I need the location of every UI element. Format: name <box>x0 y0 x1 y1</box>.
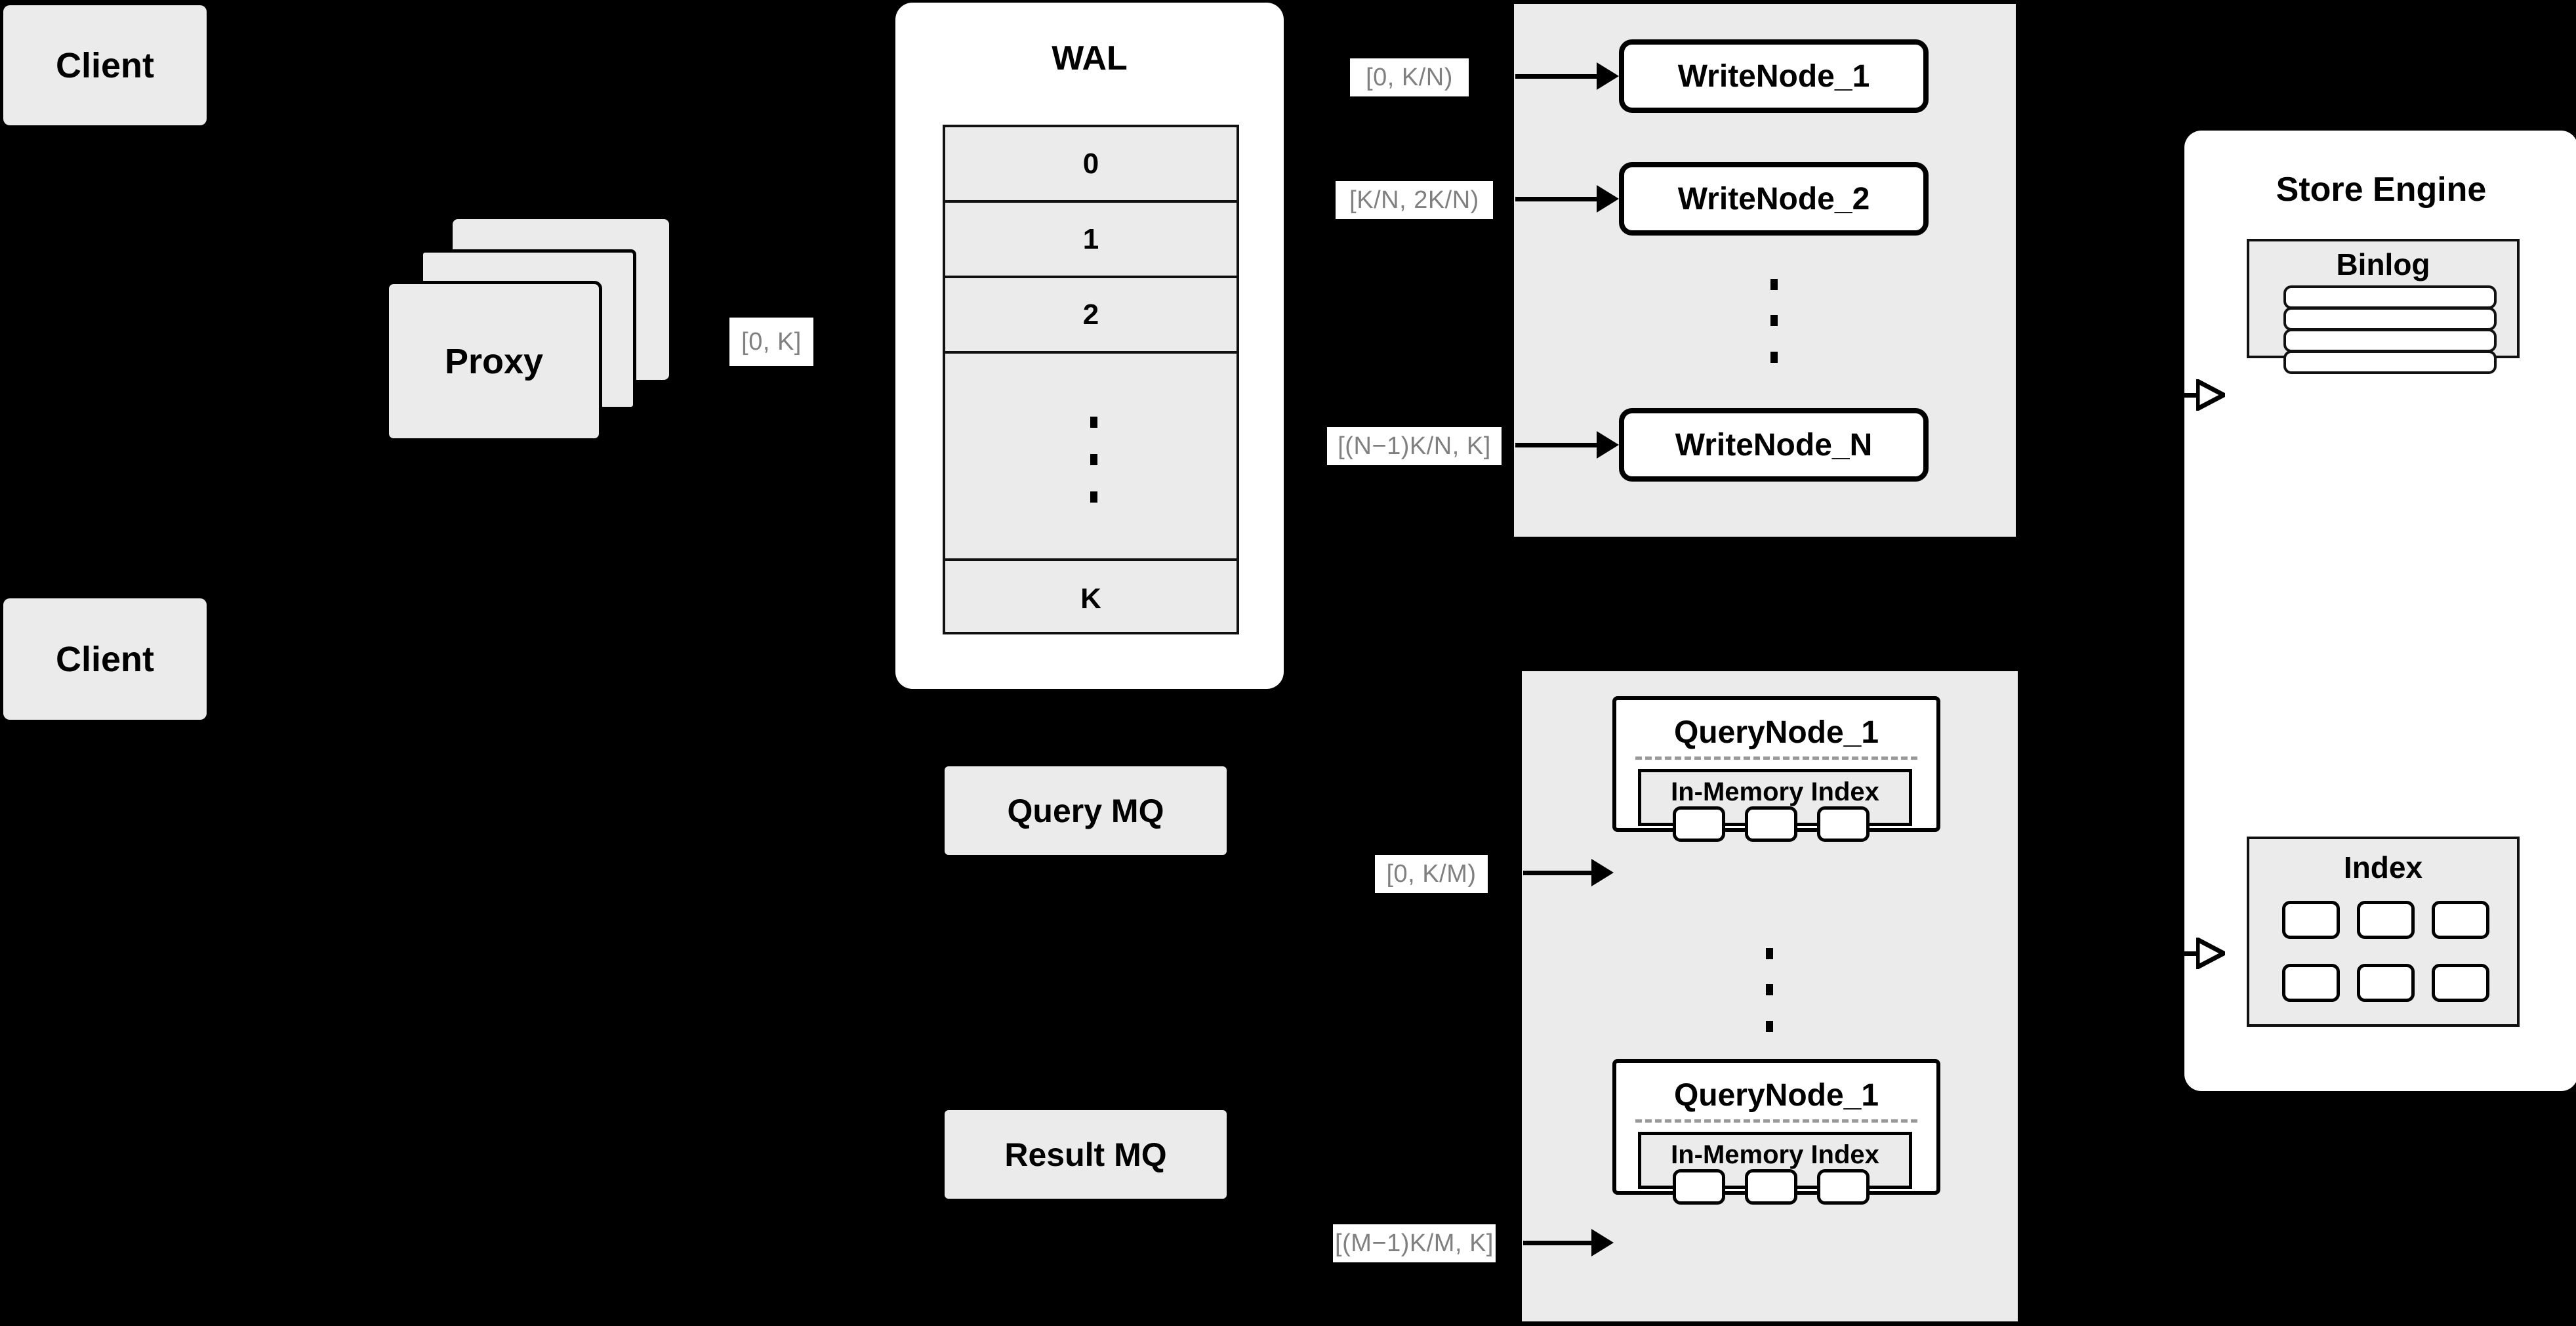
querynode-m-index-chip-2 <box>1745 1169 1797 1205</box>
wal-row-2: 2 <box>945 278 1237 354</box>
querynode-1-index-chip-3 <box>1817 806 1870 842</box>
query-cluster-vertical-ellipsis <box>1766 948 1774 1033</box>
edge-label-writenode-n: [(N−1)K/N, K] <box>1327 427 1502 465</box>
edge-label-writenode-2: [K/N, 2K/N) <box>1336 181 1493 219</box>
writenode-n-label: WriteNode_N <box>1675 427 1873 463</box>
wal-row-0: 0 <box>945 127 1237 203</box>
wal-row-1: 1 <box>945 203 1237 278</box>
arrow-line-to-querynode-1 <box>1523 871 1592 875</box>
binlog-bar-3 <box>2283 329 2497 352</box>
binlog-bar-2 <box>2283 307 2497 331</box>
writenode-1-label: WriteNode_1 <box>1677 58 1870 94</box>
arrow-line-to-writenode-n <box>1515 443 1597 447</box>
edge-label-proxy-to-wal: [0, K] <box>729 318 813 366</box>
writenode-2-label: WriteNode_2 <box>1677 181 1870 217</box>
wal-row-ellipsis <box>945 354 1237 561</box>
edge-label-writenode-1: [0, K/N) <box>1350 58 1469 96</box>
index-chip-r1c3 <box>2432 901 2489 939</box>
client-node-2[interactable]: Client <box>3 598 207 720</box>
querynode-1-divider <box>1635 756 1917 760</box>
arrow-line-to-writenode-2 <box>1515 197 1597 201</box>
querynode-m-index-chip-3 <box>1817 1169 1870 1205</box>
querynode-m-index-chip-1 <box>1673 1169 1725 1205</box>
wal-row-k: K <box>1080 582 1101 615</box>
binlog-title: Binlog <box>2336 247 2430 281</box>
arrow-head-to-querynode-1 <box>1591 859 1614 886</box>
binlog-bar-1 <box>2283 285 2497 309</box>
arrow-line-to-querynode-m <box>1523 1241 1592 1245</box>
writenode-2[interactable]: WriteNode_2 <box>1619 162 1929 236</box>
proxy-label: Proxy <box>444 341 544 381</box>
querynode-m-imi-title: In-Memory Index <box>1671 1140 1879 1169</box>
result-mq-node[interactable]: Result MQ <box>945 1110 1227 1199</box>
edge-label-querynode-1: [0, K/M) <box>1375 855 1488 893</box>
querynode-1-in-memory-index: In-Memory Index <box>1638 769 1912 842</box>
index-chip-r2c1 <box>2282 964 2340 1002</box>
client-node-1[interactable]: Client <box>3 5 207 125</box>
arrow-head-to-querynode-m <box>1591 1229 1614 1256</box>
querynode-1-index-chip-1 <box>1673 806 1725 842</box>
client-node-1-label: Client <box>55 45 154 85</box>
index-title: Index <box>2343 850 2423 884</box>
querynode-m-in-memory-index: In-Memory Index <box>1638 1132 1912 1205</box>
querynode-1[interactable]: QueryNode_1 In-Memory Index <box>1612 696 1940 842</box>
index-box: Index <box>2247 837 2520 1027</box>
arrow-head-to-binlog <box>2196 379 2225 411</box>
write-cluster-vertical-ellipsis <box>1770 279 1778 364</box>
store-engine-container: Store Engine Binlog Index <box>2184 131 2576 1091</box>
querynode-m-divider <box>1635 1119 1917 1123</box>
writenode-n[interactable]: WriteNode_N <box>1619 408 1929 482</box>
edge-label-text: [0, K] <box>741 327 802 356</box>
wal-vertical-ellipsis <box>1090 417 1098 503</box>
binlog-box: Binlog <box>2247 239 2520 374</box>
arrow-head-to-writenode-n <box>1597 431 1619 459</box>
arrow-head-to-index <box>2196 938 2225 969</box>
proxy-node[interactable]: Proxy <box>386 281 602 442</box>
query-mq-label: Query MQ <box>1007 792 1164 829</box>
querynode-m[interactable]: QueryNode_1 In-Memory Index <box>1612 1059 1940 1205</box>
querynode-1-imi-title: In-Memory Index <box>1671 777 1879 806</box>
index-chip-r2c2 <box>2357 964 2415 1002</box>
arrow-head-to-writenode-2 <box>1597 185 1619 213</box>
index-chip-r1c1 <box>2282 901 2340 939</box>
edge-label-querynode-m: [(M−1)K/M, K] <box>1333 1224 1496 1262</box>
querynode-1-index-chip-2 <box>1745 806 1797 842</box>
arrow-line-to-writenode-1 <box>1515 74 1597 79</box>
store-engine-title: Store Engine <box>2276 171 2487 209</box>
querynode-1-title: QueryNode_1 <box>1673 715 1879 750</box>
arrow-line-to-index <box>2162 951 2198 956</box>
wal-table: 0 1 2 K <box>943 125 1239 634</box>
index-chip-r2c3 <box>2432 964 2489 1002</box>
query-mq-node[interactable]: Query MQ <box>945 766 1227 855</box>
wal-container: WAL 0 1 2 K <box>895 3 1284 689</box>
arrow-line-to-binlog <box>2162 393 2198 398</box>
client-node-2-label: Client <box>55 639 154 679</box>
querynode-m-title: QueryNode_1 <box>1673 1078 1879 1113</box>
binlog-bar-4 <box>2283 350 2497 374</box>
index-chip-r1c2 <box>2357 901 2415 939</box>
writenode-1[interactable]: WriteNode_1 <box>1619 39 1929 113</box>
arrow-head-to-writenode-1 <box>1597 62 1619 90</box>
result-mq-label: Result MQ <box>1004 1136 1167 1173</box>
wal-title: WAL <box>1052 39 1128 77</box>
